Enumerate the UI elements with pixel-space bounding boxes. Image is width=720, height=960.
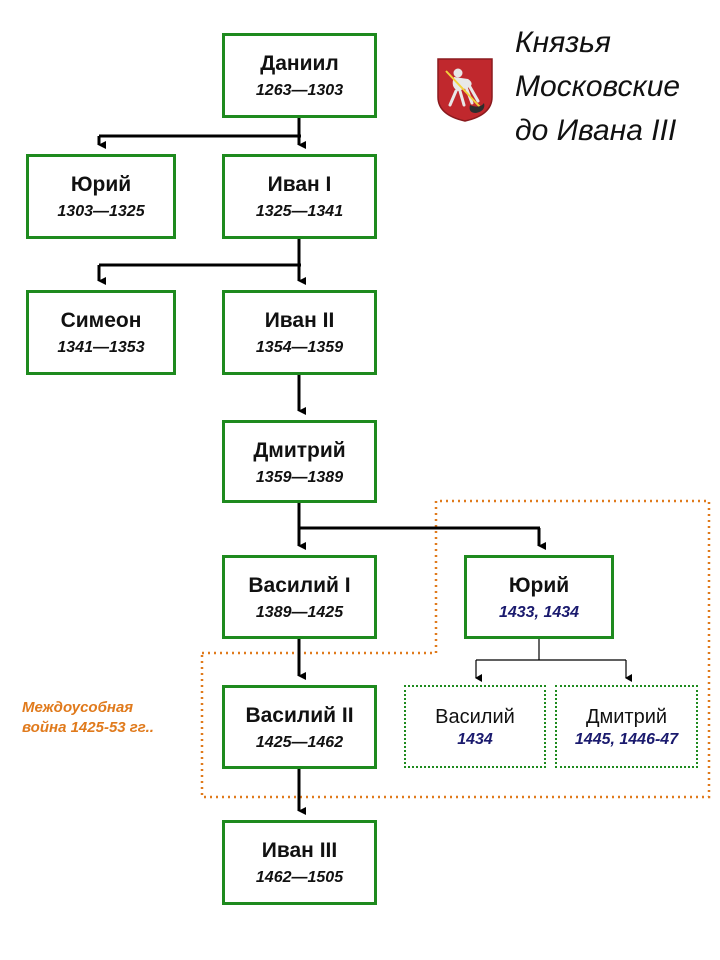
prince-years: 1263—1303	[255, 82, 344, 99]
prince-box-vasily-kosoy: Василий 1434	[404, 685, 546, 768]
prince-name: Василий	[435, 706, 515, 728]
prince-box-daniil: Даниил 1263—1303	[222, 33, 377, 118]
prince-box-yuri-zvenigorod: Юрий 1433, 1434	[464, 555, 614, 639]
connector-yuri-children	[475, 639, 632, 682]
prince-years: 1325—1341	[255, 203, 344, 220]
civil-war-label: Междоусобная война 1425-53 гг..	[22, 698, 154, 738]
prince-name: Василий I	[248, 574, 351, 597]
title-line-2: Московские	[515, 70, 681, 103]
prince-name: Дмитрий	[253, 439, 346, 462]
prince-name: Даниил	[260, 52, 339, 75]
prince-box-ivan3: Иван III 1462—1505	[222, 820, 377, 905]
connector-ivan1-children	[97, 239, 306, 285]
prince-years: 1389—1425	[255, 604, 344, 621]
prince-name: Дмитрий	[585, 706, 668, 728]
connector-dmitry-children	[297, 503, 546, 550]
title-line-1: Князья	[515, 26, 611, 59]
prince-name: Иван II	[264, 309, 335, 332]
prince-box-yuri: Юрий 1303—1325	[26, 154, 176, 239]
prince-box-dmitry: Дмитрий 1359—1389	[222, 420, 377, 503]
title-line-3: до Ивана III	[515, 114, 677, 147]
prince-name: Иван I	[267, 173, 332, 196]
prince-box-dmitry-shemyaka: Дмитрий 1445, 1446-47	[555, 685, 698, 768]
prince-box-ivan2: Иван II 1354—1359	[222, 290, 377, 375]
prince-years: 1303—1325	[57, 203, 145, 220]
prince-years: 1433, 1434	[498, 604, 580, 621]
prince-years: 1359—1389	[255, 469, 344, 486]
prince-years: 1354—1359	[255, 339, 344, 356]
prince-name: Василий II	[245, 704, 354, 727]
civil-war-frame	[200, 499, 711, 799]
civil-war-label-line-2: война 1425-53 гг..	[22, 719, 154, 736]
prince-name: Симеон	[60, 309, 142, 332]
prince-years: 1425—1462	[255, 734, 344, 751]
prince-box-simeon: Симеон 1341—1353	[26, 290, 176, 375]
civil-war-label-line-1: Междоусобная	[22, 699, 134, 716]
prince-box-vasily1: Василий I 1389—1425	[222, 555, 377, 639]
prince-years: 1341—1353	[57, 339, 145, 356]
prince-box-ivan1: Иван I 1325—1341	[222, 154, 377, 239]
prince-name: Юрий	[508, 574, 570, 597]
prince-years: 1445, 1446-47	[574, 731, 679, 748]
prince-years: 1434	[457, 731, 493, 748]
prince-box-vasily2: Василий II 1425—1462	[222, 685, 377, 769]
prince-years: 1462—1505	[255, 869, 344, 886]
prince-name: Иван III	[261, 839, 338, 862]
connector-daniil-children	[97, 118, 306, 149]
prince-name: Юрий	[70, 173, 132, 196]
moscow-coat-of-arms-icon	[436, 57, 494, 123]
